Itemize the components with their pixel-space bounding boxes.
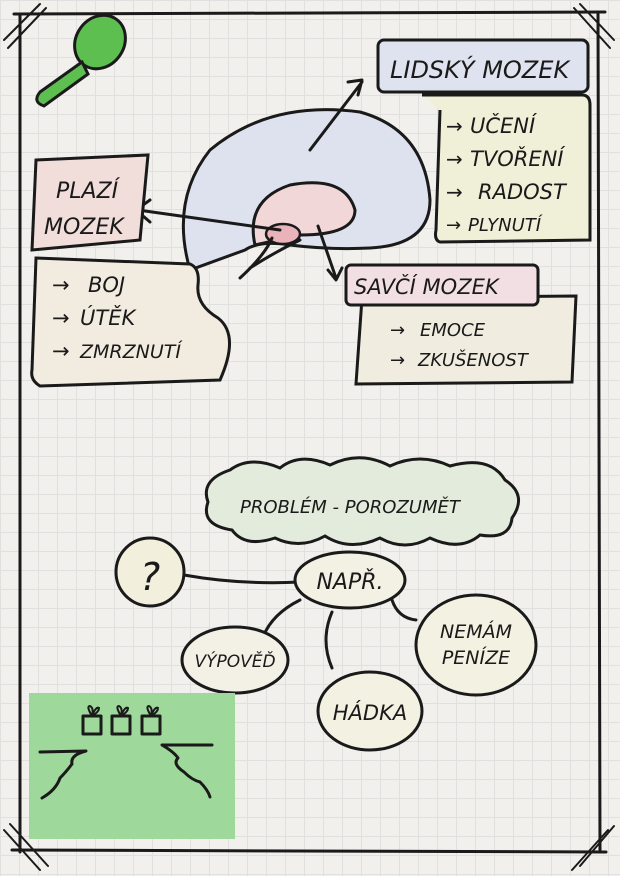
human-brain-box: LIDSKÝ MOZEK → UČENÍ → TVOŘENÍ → RADOST … [376,38,592,244]
cliff-right-icon [160,743,214,799]
dismissal-text: VÝPOVĚĎ [194,650,275,672]
question-bubble: ? [114,536,186,608]
cloud-text: PROBLÉM - POROZUMĚT [240,496,462,518]
arrow-bullet-icon: → [52,306,70,330]
arrow-to-human-brain [308,78,364,152]
arrow-bullet-icon: → [446,147,463,171]
list-item: BOJ [88,273,125,297]
arrow-bullet-icon: → [390,320,405,341]
argument-bubble: HÁDKA [316,670,424,752]
arrow-bullet-icon: → [390,350,405,371]
mammal-brain-box: SAVČÍ MOZEK → EMOCE → ZKUŠENOST [344,263,578,386]
list-item: RADOST [478,180,568,204]
gift-icon [81,704,162,736]
example-bubble: NAPŘ. [293,550,407,610]
cliff-left-icon [38,749,88,800]
arrow-bullet-icon: → [52,339,70,363]
arrow-to-mammal-brain [316,224,344,282]
list-item: TVOŘENÍ [470,146,566,171]
list-item: ÚTĚK [80,305,137,330]
problem-cloud: PROBLÉM - POROZUMĚT [204,456,521,547]
question-mark: ? [140,555,160,599]
page-frame [3,3,615,871]
list-item: ZMRZNUTÍ [79,340,183,363]
reptile-brain-title: PLAZÍ [56,178,121,204]
arrow-bullet-icon: → [446,215,461,236]
arrow-bullet-icon: → [52,273,70,297]
no-money-text: PENÍZE [442,646,510,669]
list-item: ZKUŠENOST [417,349,530,371]
no-money-bubble: NEMÁM PENÍZE [414,593,538,697]
mindmap: ? NAPŘ. VÝPOVĚĎ HÁDKA NEMÁM PENÍZE [114,536,538,752]
reptile-brain-title: MOZEK [44,215,125,240]
brain-drawing [134,78,432,282]
example-text: NAPŘ. [316,569,383,595]
sticky-note [29,693,235,839]
arrow-bullet-icon: → [446,180,463,204]
arrow-bullet-icon: → [446,114,463,138]
argument-text: HÁDKA [333,700,407,725]
list-item: PLYNUTÍ [468,214,543,236]
dismissal-bubble: VÝPOVĚĎ [180,625,290,695]
human-brain-title: LIDSKÝ MOZEK [390,55,571,84]
list-item: EMOCE [420,320,486,341]
list-item: UČENÍ [470,113,538,138]
magnifier-icon [35,13,127,108]
reptile-brain-box: PLAZÍ MOZEK → BOJ → ÚTĚK → ZMRZNUTÍ [30,153,231,388]
no-money-text: NEMÁM [440,620,512,643]
mammal-brain-title: SAVČÍ MOZEK [354,274,501,299]
